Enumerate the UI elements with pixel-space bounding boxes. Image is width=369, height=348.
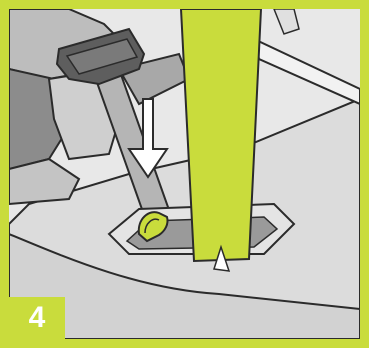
vehicle-belt	[181, 9, 261, 261]
step-number: 4	[29, 303, 46, 333]
car-seat-illustration	[9, 9, 360, 339]
step-badge: 4	[9, 297, 65, 339]
